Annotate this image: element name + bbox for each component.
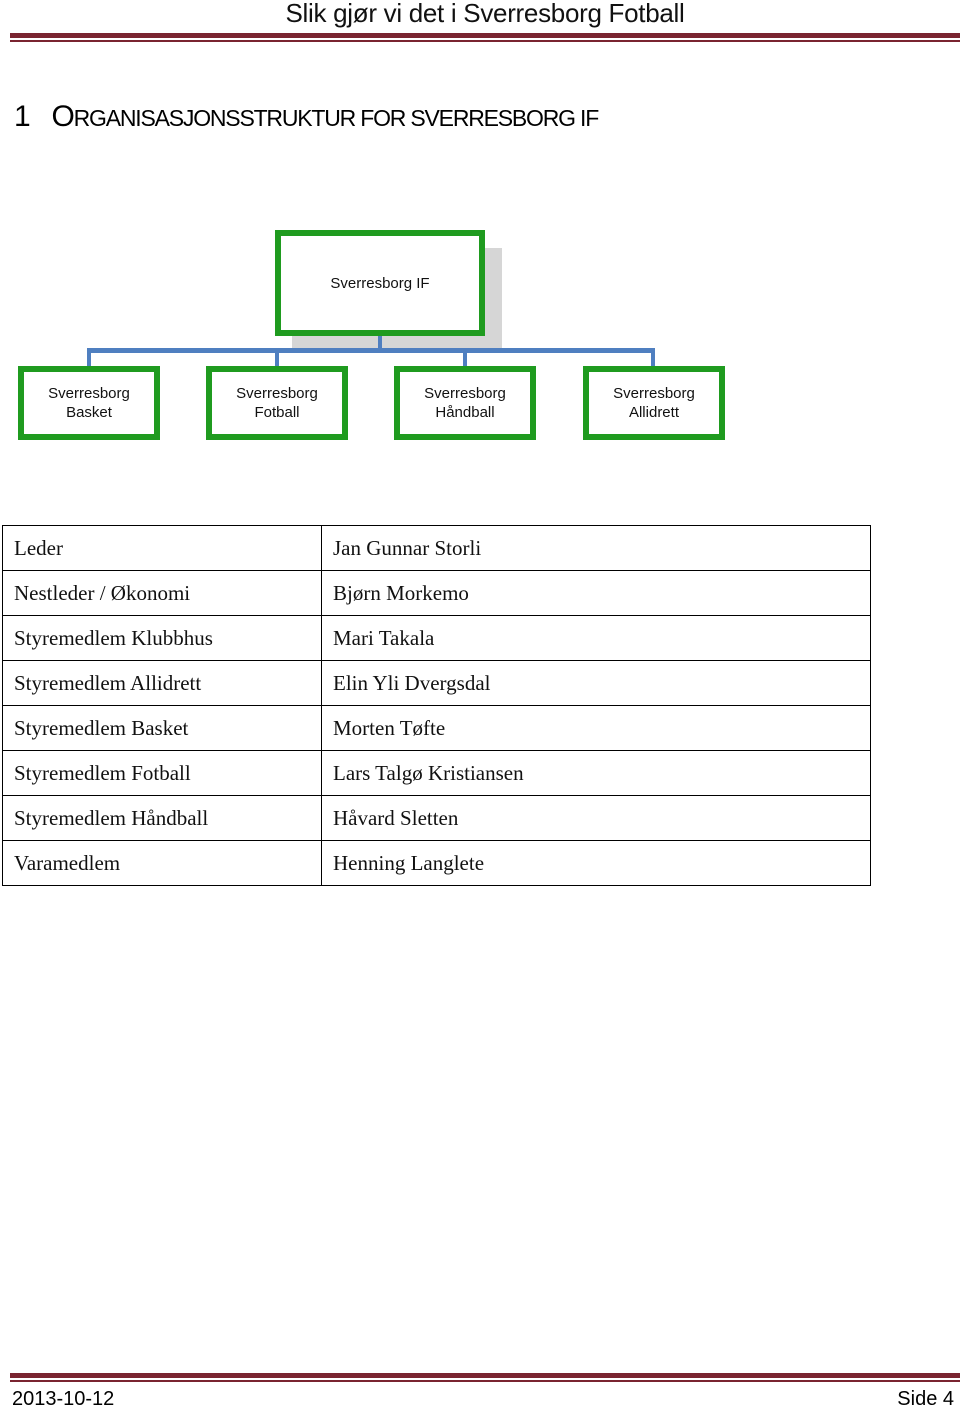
footer-date: 2013-10-12 <box>12 1388 115 1410</box>
org-box-handball-line1: Sverresborg <box>424 385 506 402</box>
org-root-label: Sverresborg IF <box>330 274 430 292</box>
org-box-fotball-line2: Fotball <box>254 404 300 421</box>
connector-basket <box>87 348 91 368</box>
org-box-basket-line2: Basket <box>66 404 112 421</box>
connector-root-vertical <box>378 336 382 350</box>
role-cell: Styremedlem Allidrett <box>2 660 322 706</box>
role-cell: Styremedlem Håndball <box>2 795 322 841</box>
connector-allidrett <box>651 348 655 368</box>
role-cell: Varamedlem <box>2 840 322 886</box>
footer-rule-thin <box>10 1380 960 1382</box>
role-cell: Styremedlem Basket <box>2 705 322 751</box>
header-title: Slik gjør vi det i Sverresborg Fotball <box>285 0 685 28</box>
name-cell: Lars Talgø Kristiansen <box>321 750 871 796</box>
org-box-basket-line1: Sverresborg <box>48 385 130 402</box>
org-root-box: Sverresborg IF <box>275 230 485 336</box>
section-title-initial: O <box>51 100 75 133</box>
name-cell: Elin Yli Dvergsdal <box>321 660 871 706</box>
footer-page-number: Side 4 <box>897 1388 954 1410</box>
org-box-fotball-line1: Sverresborg <box>236 385 318 402</box>
header-rule-thin <box>10 40 960 42</box>
connector-fotball <box>275 348 279 368</box>
name-cell: Håvard Sletten <box>321 795 871 841</box>
org-box-allidrett-line1: Sverresborg <box>613 385 695 402</box>
name-cell: Bjørn Morkemo <box>321 570 871 616</box>
header-rule-thick <box>10 33 960 38</box>
footer-rule-thick <box>10 1373 960 1378</box>
section-title-rest: RGANISASJONSSTRUKTUR FOR SVERRESBORG IF <box>73 105 600 131</box>
name-cell: Mari Takala <box>321 615 871 661</box>
connector-handball <box>463 348 467 368</box>
name-cell: Morten Tøfte <box>321 705 871 751</box>
section-number: 1 <box>14 100 31 133</box>
role-cell: Styremedlem Fotball <box>2 750 322 796</box>
name-cell: Jan Gunnar Storli <box>321 525 871 571</box>
role-cell: Nestleder / Økonomi <box>2 570 322 616</box>
role-cell: Leder <box>2 525 322 571</box>
page-header: Slik gjør vi det i Sverresborg Fotball <box>0 0 960 40</box>
org-box-handball-line2: Håndball <box>435 404 495 421</box>
name-cell: Henning Langlete <box>321 840 871 886</box>
org-box-allidrett-line2: Allidrett <box>628 404 679 421</box>
connector-horizontal <box>87 348 655 353</box>
role-cell: Styremedlem Klubbhus <box>2 615 322 661</box>
